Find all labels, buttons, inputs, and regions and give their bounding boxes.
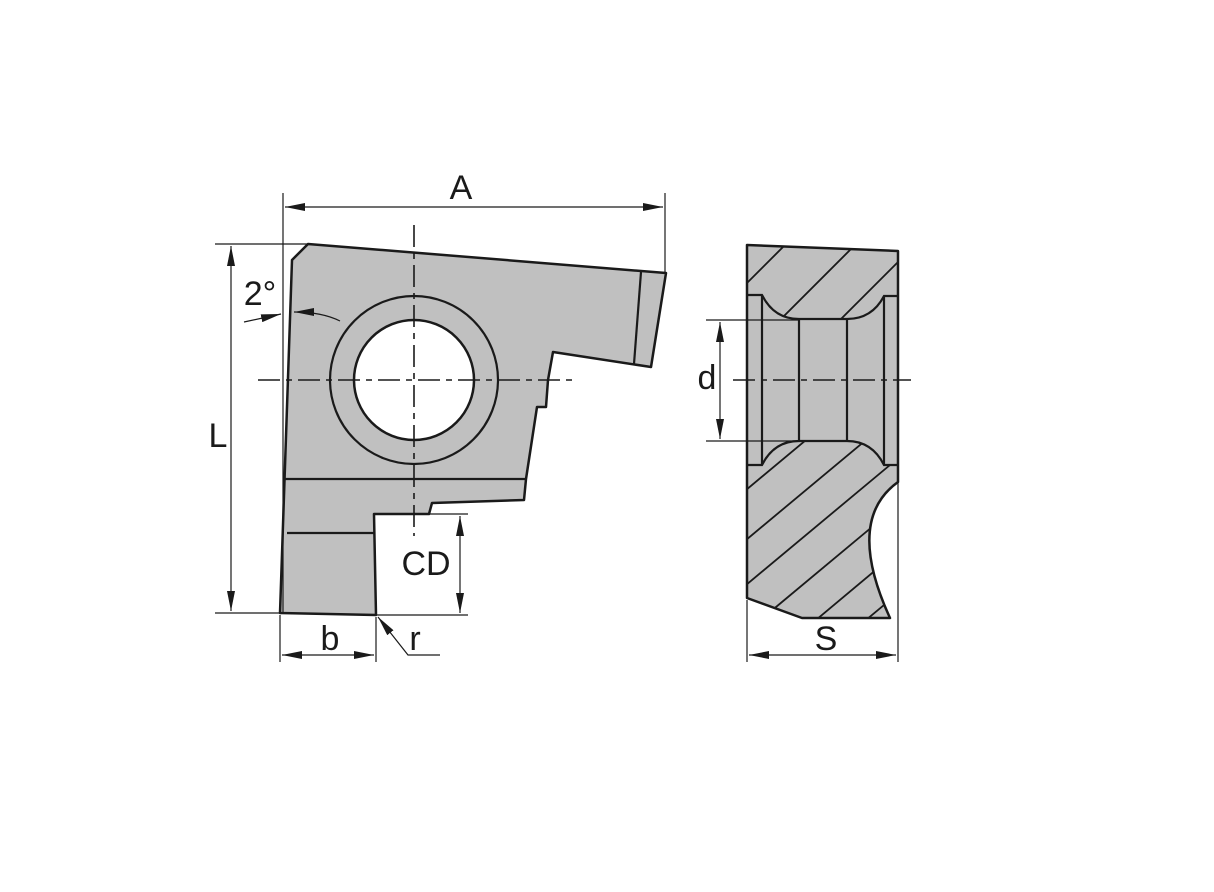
label-d: d	[698, 359, 717, 397]
side-outline	[745, 243, 900, 620]
dimension-angle: 2°	[244, 275, 341, 323]
dimension-L: L	[209, 243, 308, 614]
label-b: b	[321, 620, 340, 658]
dimension-A: A	[282, 169, 666, 612]
label-A: A	[450, 169, 473, 207]
label-CD: CD	[401, 545, 450, 583]
insert-side-view	[733, 243, 911, 620]
dimension-r: r	[377, 616, 440, 658]
dimension-b: b	[279, 615, 377, 662]
label-L: L	[209, 417, 228, 455]
label-S: S	[815, 620, 838, 658]
insert-outline	[278, 242, 668, 617]
label-angle: 2°	[244, 275, 277, 313]
dimension-CD: CD	[376, 513, 468, 616]
dimension-d: d	[698, 319, 799, 442]
insert-front-view	[258, 225, 668, 617]
dimension-S: S	[746, 482, 899, 662]
edge-line	[632, 271, 643, 365]
label-r: r	[409, 620, 420, 658]
